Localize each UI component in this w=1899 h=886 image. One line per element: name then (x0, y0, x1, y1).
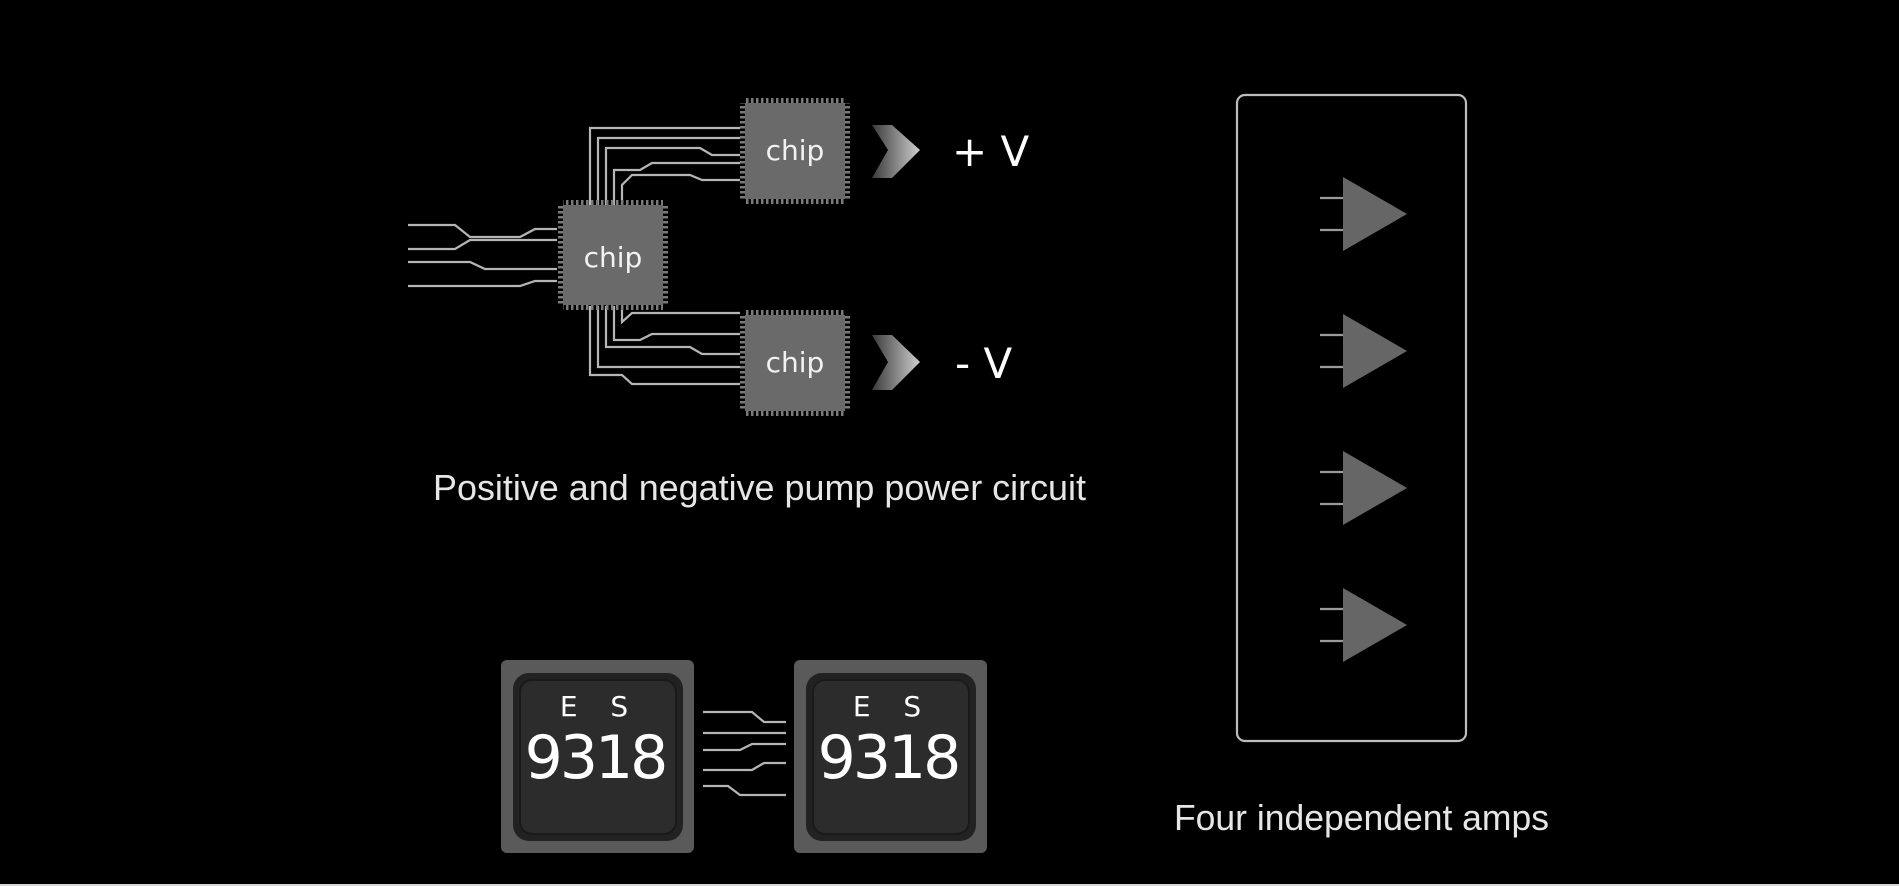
amp-input-leads (1320, 333, 1345, 369)
dac-chip-model: 9318 (818, 723, 959, 793)
upper-traces (588, 126, 740, 205)
positive-voltage-label: + V (952, 127, 1030, 176)
arrow-right-icon-negative (872, 335, 920, 390)
amp-input-leads (1320, 607, 1345, 643)
amps-panel: Four independent amps (1174, 93, 1549, 838)
bottom-edge-divider (0, 884, 1899, 886)
amp-triangle (1343, 177, 1407, 251)
chip-body (745, 103, 845, 199)
negative-voltage-label: - V (955, 339, 1013, 388)
amp-symbol-icon (1320, 451, 1407, 525)
chip-top: chip (740, 98, 850, 204)
chip-bottom: chip (740, 310, 850, 416)
amp-triangle (1343, 451, 1407, 525)
chip-label: chip (766, 346, 825, 379)
chip-center: chip (558, 200, 668, 310)
dac-chip-face (519, 679, 677, 835)
dac-traces (703, 710, 786, 797)
amp-triangle (1343, 314, 1407, 388)
amps-caption: Four independent amps (1174, 797, 1549, 838)
pump-circuit-caption: Positive and negative pump power circuit (433, 467, 1086, 508)
dac-chip-brand: E S (560, 690, 640, 723)
chip-label: chip (584, 241, 643, 274)
chip-label: chip (766, 134, 825, 167)
amp-symbol-icon (1320, 588, 1407, 662)
amp-symbol-icon (1320, 314, 1407, 388)
input-traces (408, 223, 557, 288)
amp-symbol-icon (1320, 177, 1407, 251)
amp-triangle (1343, 588, 1407, 662)
amps-group (1320, 177, 1407, 662)
amps-frame (1235, 93, 1468, 743)
dac-chip-right: E S 9318 (794, 660, 987, 853)
lower-traces (588, 306, 740, 386)
arrow-right-icon-positive (872, 125, 920, 178)
dac-chip-brand: E S (853, 690, 933, 723)
dac-chip-face (812, 679, 970, 835)
dac-chip-left: E S 9318 (501, 660, 694, 853)
amp-input-leads (1320, 470, 1345, 506)
chip-body (563, 205, 663, 305)
pump-circuit: chip chip chip + V - V Positive and nega… (408, 98, 1086, 508)
dac-pair: E S 9318 E S 9318 (501, 660, 987, 853)
dac-chip-model: 9318 (525, 723, 666, 793)
amp-input-leads (1320, 196, 1345, 232)
chip-body (745, 315, 845, 411)
